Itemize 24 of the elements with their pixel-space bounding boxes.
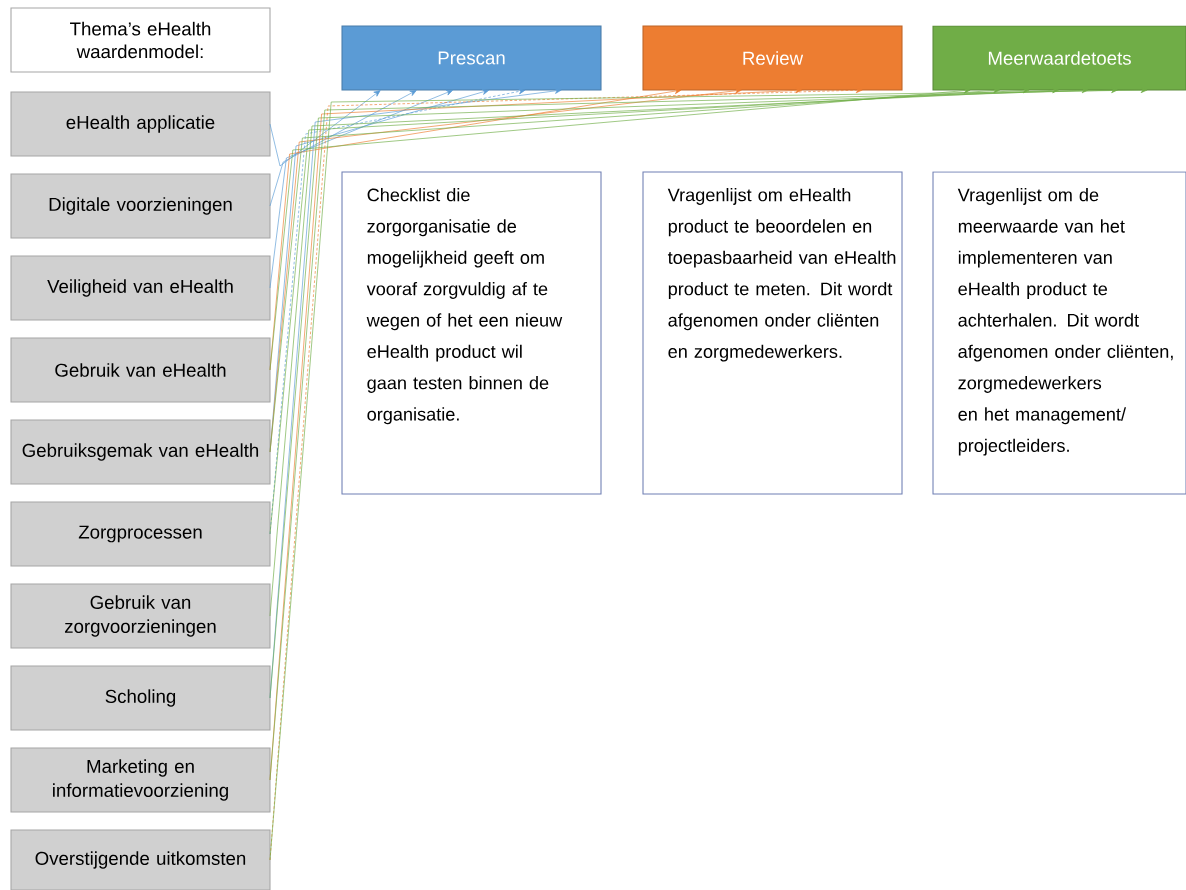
theme-box: Gebruik van eHealth [10, 337, 271, 403]
connector-arrow [269, 87, 1059, 617]
phase-box: Meerwaardetoets [932, 25, 1186, 91]
theme-box: Overstijgende uitkomsten [10, 829, 271, 890]
theme-box: Veiligheid van eHealth [10, 255, 271, 321]
theme-box: Digitale voorzieningen [10, 173, 271, 239]
connector-arrow [269, 90, 381, 167]
heading-box: Thema’s eHealth waardenmodel: [10, 7, 271, 73]
theme-box: Scholing [10, 665, 271, 731]
connector-arrow [269, 87, 1000, 453]
phase-box: Prescan [341, 25, 602, 91]
theme-box: Gebruik van zorgvoorzieningen [10, 583, 271, 649]
connector-arrow [269, 89, 453, 289]
description-box: Vragenlijst om eHealth product te beoordelen en toepasbaarheid van eHealth product te meten. Dit wordt afgenomen onder cliënten en zorgmedewerkers. [642, 171, 903, 495]
phase-box: Review [642, 25, 903, 91]
connector-arrow [269, 87, 1030, 535]
connector-arrow [269, 87, 971, 371]
description-box: Vragenlijst om de meerwaarde van het implementeren van eHealth product te achterhalen. Dit wordt afgenomen onder cliënten, zorgmedewerkers en het management/ projectleiders. [932, 171, 1186, 495]
theme-box: Marketing en informatievoorziening [10, 747, 271, 813]
theme-box: eHealth applicatie [10, 91, 271, 157]
theme-box: Zorgprocessen [10, 501, 271, 567]
description-box: Checklist die zorgorganisatie de mogelijkheid geeft om vooraf zorgvuldig af te wegen of het een nieuw eHealth product wil gaan testen binnen de organisatie. [341, 171, 602, 495]
theme-box: Gebruiksgemak van eHealth [10, 419, 271, 485]
connector-arrow [269, 90, 417, 207]
